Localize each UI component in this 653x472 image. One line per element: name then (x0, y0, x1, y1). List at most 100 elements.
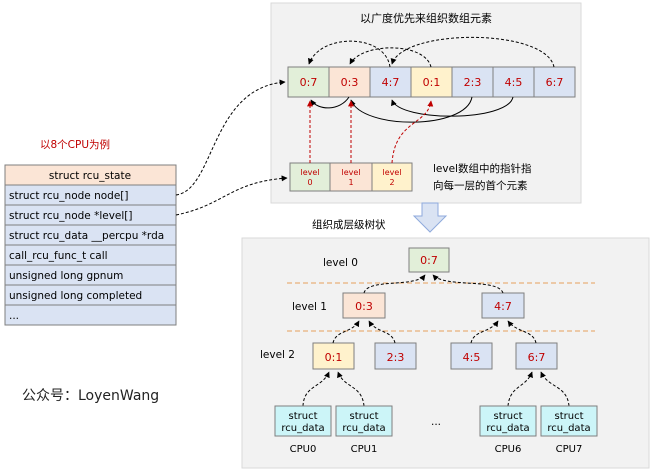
field-rda-label: struct rcu_data __percpu *rda (9, 230, 164, 242)
array-cell-0-1 (410, 66, 453, 98)
array-cell-4-7-label: 4:7 (382, 76, 400, 89)
tree-node-6-7 (515, 342, 558, 370)
array-cell-0-7 (287, 66, 330, 98)
array-cell-2-3-label: 2:3 (464, 76, 482, 89)
edge-6-7-to-4-7 (507, 320, 537, 344)
rcu-data-cpu6-line1: struct (494, 411, 523, 422)
edge-cpu6-to-6-7 (507, 371, 533, 407)
level-pointers (307, 100, 434, 164)
watermark-text: 公众号：LoyenWang (22, 388, 159, 404)
array-cell-4-5 (492, 66, 535, 98)
arrow-0-3-to-0-7 (310, 96, 350, 109)
rcu-data-cpu7-line1: struct (555, 411, 584, 422)
tree-node-4-5-label: 4:5 (463, 351, 481, 364)
tree-node-0-7-label: 0:7 (420, 254, 438, 267)
tree-node-4-5 (450, 342, 493, 370)
level-cell-0-line1: level (300, 168, 319, 177)
tree-node-2-3 (374, 342, 417, 370)
cpu-label-7: CPU7 (556, 444, 583, 455)
tree-node-6-7-label: 6:7 (528, 351, 546, 364)
top-panel-title: 以广度优先来组织数组元素 (360, 11, 492, 25)
array-cell-0-1-label: 0:1 (423, 76, 441, 89)
level-array: level 0 level 1 level 2 (289, 162, 413, 192)
level-cell-1-line1: level (341, 168, 360, 177)
cpu-label-6: CPU6 (495, 444, 522, 455)
rcu-data-cpu1 (335, 405, 393, 437)
pointer-level2 (391, 100, 434, 164)
parent-arrows-bottom (310, 96, 514, 123)
tree-node-0-1 (312, 342, 355, 370)
edge-cpu7-to-6-7 (540, 371, 570, 407)
array-cell-2-3 (451, 66, 494, 98)
field-more-label: ... (9, 310, 19, 322)
arrow-2-3-to-0-3 (350, 96, 473, 123)
edge-cpu1-to-0-1 (337, 371, 365, 407)
tree-node-0-3 (342, 292, 386, 319)
arrow-0-1-to-0-3 (349, 47, 432, 68)
arrow-caption: 组织成层级树状 (312, 218, 386, 231)
rcu-data-cpu0-line1: struct (289, 411, 318, 422)
level-cell-2-line1: level (382, 168, 401, 177)
tree-panel: level 0 level 1 level 2 0:7 0:3 4:7 0:1 … (241, 237, 650, 469)
field-node-label: struct rcu_node node[] (9, 190, 129, 202)
tree-node-4-7-label: 4:7 (494, 300, 512, 313)
parent-arrows-top (307, 36, 555, 68)
node-array: 0:7 0:3 4:7 0:1 2:3 4:5 6:7 (287, 66, 576, 98)
cpu-label-0: CPU0 (290, 444, 317, 455)
array-cell-0-7-label: 0:7 (300, 76, 318, 89)
tree-node-4-7 (481, 292, 525, 319)
tree-node-0-3-label: 0:3 (355, 300, 373, 313)
rcu-data-cpu0 (274, 405, 332, 437)
tree-level1-label: level 1 (292, 301, 327, 313)
level-cell-1 (329, 162, 373, 192)
arrow-4-5-to-4-7 (391, 96, 514, 117)
rcu-data-cpu7-line2: rcu_data (547, 423, 590, 434)
rcu-data-cpu1-line2: rcu_data (342, 423, 385, 434)
level-note-line2: 向每一层的首个元素 (433, 179, 528, 192)
arrow-6-7-to-4-7 (390, 36, 555, 68)
array-cell-6-7 (533, 66, 576, 98)
level-cell-2-line2: 2 (389, 178, 394, 187)
array-cell-0-3-label: 0:3 (341, 76, 359, 89)
edge-0-3-to-root (363, 274, 426, 294)
field-more (4, 304, 177, 326)
field-level-label: struct rcu_node *level[] (9, 210, 133, 222)
tree-node-2-3-label: 2:3 (387, 351, 405, 364)
field-gpnum-label: unsigned long gpnum (9, 270, 123, 282)
struct-pointers (175, 79, 288, 216)
array-cell-0-3 (328, 66, 371, 98)
example-label: 以8个CPU为例 (40, 138, 110, 151)
level-note-line1: level数组中的指针指 (433, 162, 532, 175)
tree-node-0-7 (408, 247, 450, 273)
edge-cpu0-to-0-1 (302, 371, 330, 407)
rcu-data-cpu0-line2: rcu_data (281, 423, 324, 434)
rcu-data-cpu7 (540, 405, 598, 437)
field-call-label: call_rcu_func_t call (9, 250, 108, 262)
array-cell-4-5-label: 4:5 (505, 76, 523, 89)
pointer-level-to-levelarray (175, 175, 288, 216)
level-cell-1-line2: 1 (348, 178, 353, 187)
arrow-4-7-to-0-7 (307, 40, 391, 68)
pointer-node-to-array (175, 79, 286, 196)
tree-edges (302, 274, 570, 407)
top-panel: 以广度优先来组织数组元素 0:7 0:3 4:7 0:1 2:3 4:5 6:7 (270, 2, 582, 204)
tree-level0-label: level 0 (323, 257, 358, 269)
tree-level2-label: level 2 (260, 349, 295, 361)
rcu-state-struct: struct rcu_state struct rcu_node node[] … (4, 164, 177, 326)
edge-0-1-to-0-3 (332, 320, 360, 344)
cpu-label-1: CPU1 (351, 444, 378, 455)
rcu-state-header-label: struct rcu_state (49, 170, 131, 182)
rcu-data-cpu1-line1: struct (350, 411, 379, 422)
array-cell-6-7-label: 6:7 (546, 76, 564, 89)
rcu-data-cpu6 (479, 405, 537, 437)
edge-4-7-to-root (432, 274, 504, 294)
rcu-data-cpu6-line2: rcu_data (486, 423, 529, 434)
edge-4-5-to-4-7 (470, 320, 499, 344)
tree-node-0-1-label: 0:1 (325, 351, 343, 364)
tree-ellipsis: ... (431, 416, 441, 428)
field-completed-label: unsigned long completed (9, 290, 142, 302)
down-arrow-icon (412, 202, 448, 233)
edge-2-3-to-0-3 (368, 320, 396, 344)
level-cell-2 (371, 162, 413, 192)
